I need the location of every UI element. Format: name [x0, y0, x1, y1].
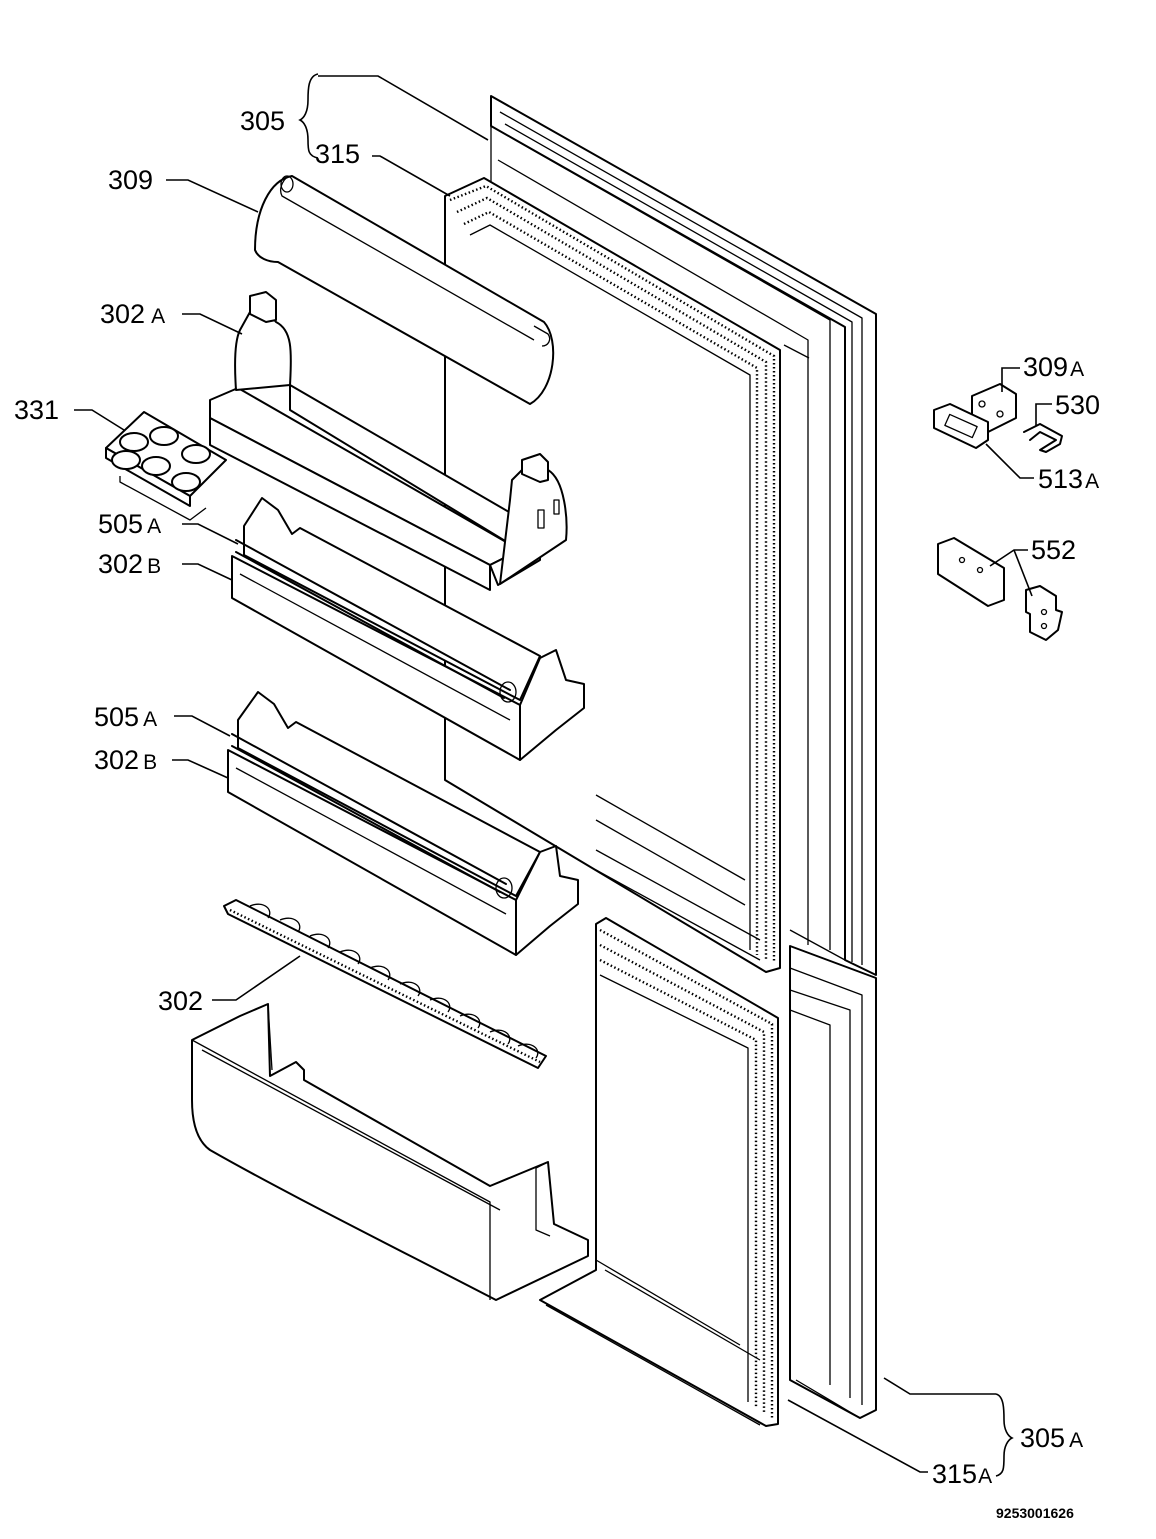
label-305: 305 — [240, 106, 285, 136]
label-315: 315 — [315, 139, 360, 169]
middle-shelf-302B-2 — [227, 691, 579, 956]
middle-shelf-302B-1 — [231, 497, 585, 761]
label-552: 552 — [1031, 535, 1076, 565]
hinge-552 — [937, 537, 1063, 641]
lower-door-panel — [789, 945, 877, 1419]
label-309: 309 — [108, 165, 153, 195]
label-315A: 315A — [932, 1459, 992, 1489]
upper-door-panel — [490, 95, 877, 976]
bottle-retainer-strip — [223, 899, 547, 1069]
top-shelf-302A — [209, 291, 568, 591]
bottom-bottle-shelf-302 — [191, 1003, 589, 1301]
document-number: 9253001626 — [996, 1505, 1074, 1521]
flap-cover-309 — [254, 175, 555, 405]
leader-lines — [74, 73, 1052, 1477]
label-309A: 309A — [1023, 352, 1084, 382]
egg-tray-331 — [105, 411, 227, 521]
hinge-hardware-top — [933, 383, 1063, 453]
label-331: 331 — [14, 395, 59, 425]
lower-door-liner-gasket — [539, 917, 779, 1427]
label-513A: 513A — [1038, 464, 1099, 494]
label-302: 302 — [158, 986, 203, 1016]
label-530: 530 — [1055, 390, 1100, 420]
